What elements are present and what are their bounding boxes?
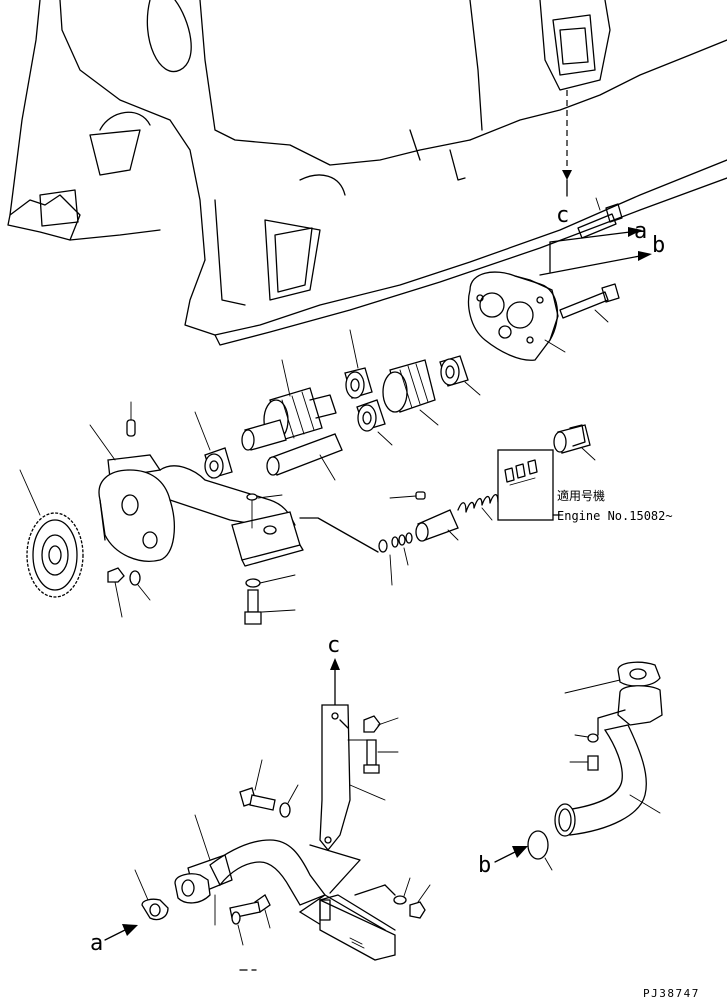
delivery-pipe-gasket [527, 830, 553, 871]
delivery-gasket [564, 661, 661, 694]
suction-gasket [134, 869, 169, 921]
flange-washer-short [231, 911, 244, 946]
body-bolt [244, 589, 296, 625]
bracket-bolt [363, 739, 399, 774]
engine-block [7, 0, 727, 346]
driven-gear [382, 359, 439, 426]
applicability-engine: Engine No.15082~ [557, 509, 673, 523]
drive-gear-wheel [19, 469, 84, 598]
oil-pump-body [89, 424, 304, 567]
body-bushing [194, 411, 233, 479]
relief-pin [389, 491, 426, 500]
guide-c-bottom: c [327, 633, 340, 706]
relief-spring [457, 493, 499, 521]
guide-b-bottom: b [478, 846, 528, 878]
applicability-box [497, 449, 561, 521]
delivery-washer [574, 709, 626, 743]
idle-shaft [266, 433, 343, 481]
applicability-jp: 適用号機 [557, 488, 605, 503]
strainer-nut [409, 884, 431, 919]
relief-rings [391, 532, 413, 566]
guide-c-top: c [556, 90, 572, 228]
relief-valve-leader [299, 517, 379, 553]
tube-bracket [319, 704, 386, 852]
cover-bolt-right [559, 283, 620, 323]
ref-label-a-bottom: a [90, 931, 103, 956]
ref-label-c-bottom: c [327, 633, 340, 658]
ref-label-b-bottom: b [478, 853, 491, 878]
ref-label-a-top: a [634, 219, 647, 244]
ref-label-b-top: b [652, 233, 665, 258]
gear-washer [129, 570, 151, 601]
guide-a-bottom: a [90, 894, 216, 956]
body-washer [245, 574, 296, 588]
upper-bushing [344, 329, 373, 399]
strainer-box [309, 844, 396, 961]
relief-valve [415, 509, 459, 542]
relief-plunger [378, 539, 393, 586]
drawing-code: PJ38747 [643, 987, 700, 1000]
pump-cover [467, 271, 566, 361]
dowel-pin [126, 401, 136, 437]
plug-fitting [553, 424, 596, 461]
guide-a-b-top: a b [539, 219, 665, 276]
drive-gear-with-shaft [241, 359, 337, 451]
lower-bushing [356, 399, 393, 446]
cover-bushing [439, 355, 481, 396]
ref-label-c-top: c [556, 203, 569, 228]
flange-bolt-long [239, 759, 276, 811]
flange-washer-long [279, 784, 299, 818]
strainer-bolt-washer [354, 877, 411, 905]
body-locating-pin [246, 493, 283, 529]
delivery-bolt [569, 755, 599, 771]
delivery-pipe [554, 685, 663, 837]
gear-nut [107, 567, 125, 618]
cover-bolt-top [577, 197, 623, 239]
bracket-nut [347, 715, 399, 741]
